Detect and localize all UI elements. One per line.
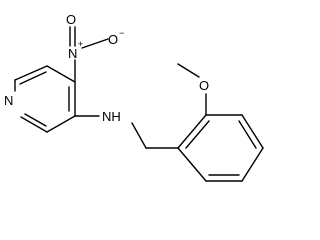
structure-diagram: N NH N + O O − O	[4, 12, 264, 182]
pyridine-nitrogen-label: N	[4, 93, 13, 108]
nitro-nitrogen-charge: +	[78, 39, 83, 49]
methoxy-oxygen-label: O	[199, 78, 209, 93]
molecule-drawing: N NH N + O O − O	[4, 12, 264, 182]
nitro-nitrogen-label: N	[68, 46, 77, 61]
amine-nh-label: NH	[102, 109, 121, 124]
benzene-ring	[177, 114, 264, 182]
pyridine-ring	[14, 65, 76, 133]
methoxy-group	[177, 63, 207, 116]
amine-linker	[74, 115, 179, 149]
nitro-oxygen-top-label: O	[66, 12, 76, 27]
nitro-group	[69, 26, 109, 83]
nitro-oxygen-charge: −	[119, 28, 124, 38]
nitro-oxygen-right-label: O	[108, 32, 118, 47]
